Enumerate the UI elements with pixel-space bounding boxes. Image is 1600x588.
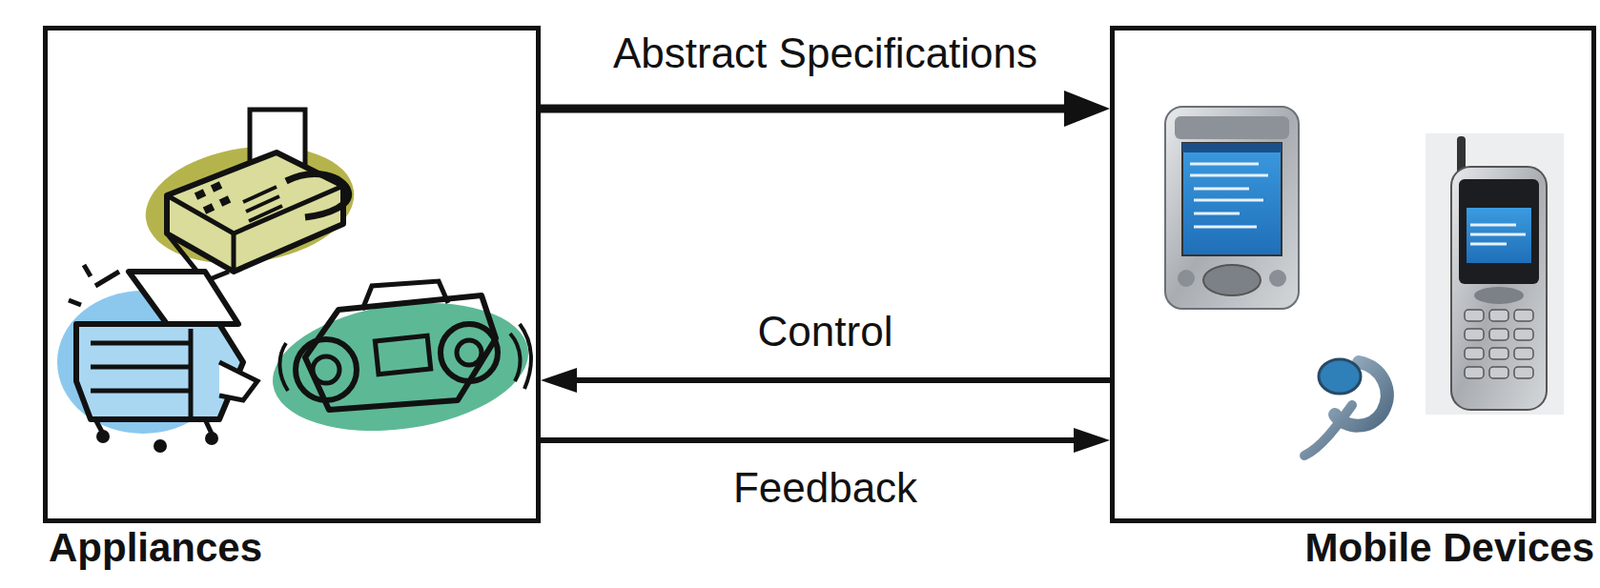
copier-icon <box>57 265 258 453</box>
device-group-box: Appliances <box>42 25 541 524</box>
headset-icon <box>1304 359 1388 456</box>
phone-icon <box>1425 133 1564 415</box>
pda-icon <box>1165 106 1299 309</box>
arrow-label: Abstract Specifications <box>609 30 1042 77</box>
fax-icon <box>138 109 363 282</box>
flow-arrow <box>540 368 1110 393</box>
group-heading: Mobile Devices <box>1305 526 1595 571</box>
arrow-label: Control <box>754 308 898 355</box>
arrow-label: Feedback <box>729 465 922 512</box>
boombox-icon <box>264 281 536 447</box>
group-heading: Appliances <box>48 526 263 571</box>
device-group-box: Mobile Devices <box>1109 25 1597 524</box>
flow-arrow <box>540 428 1110 453</box>
flow-arrow <box>540 90 1110 127</box>
